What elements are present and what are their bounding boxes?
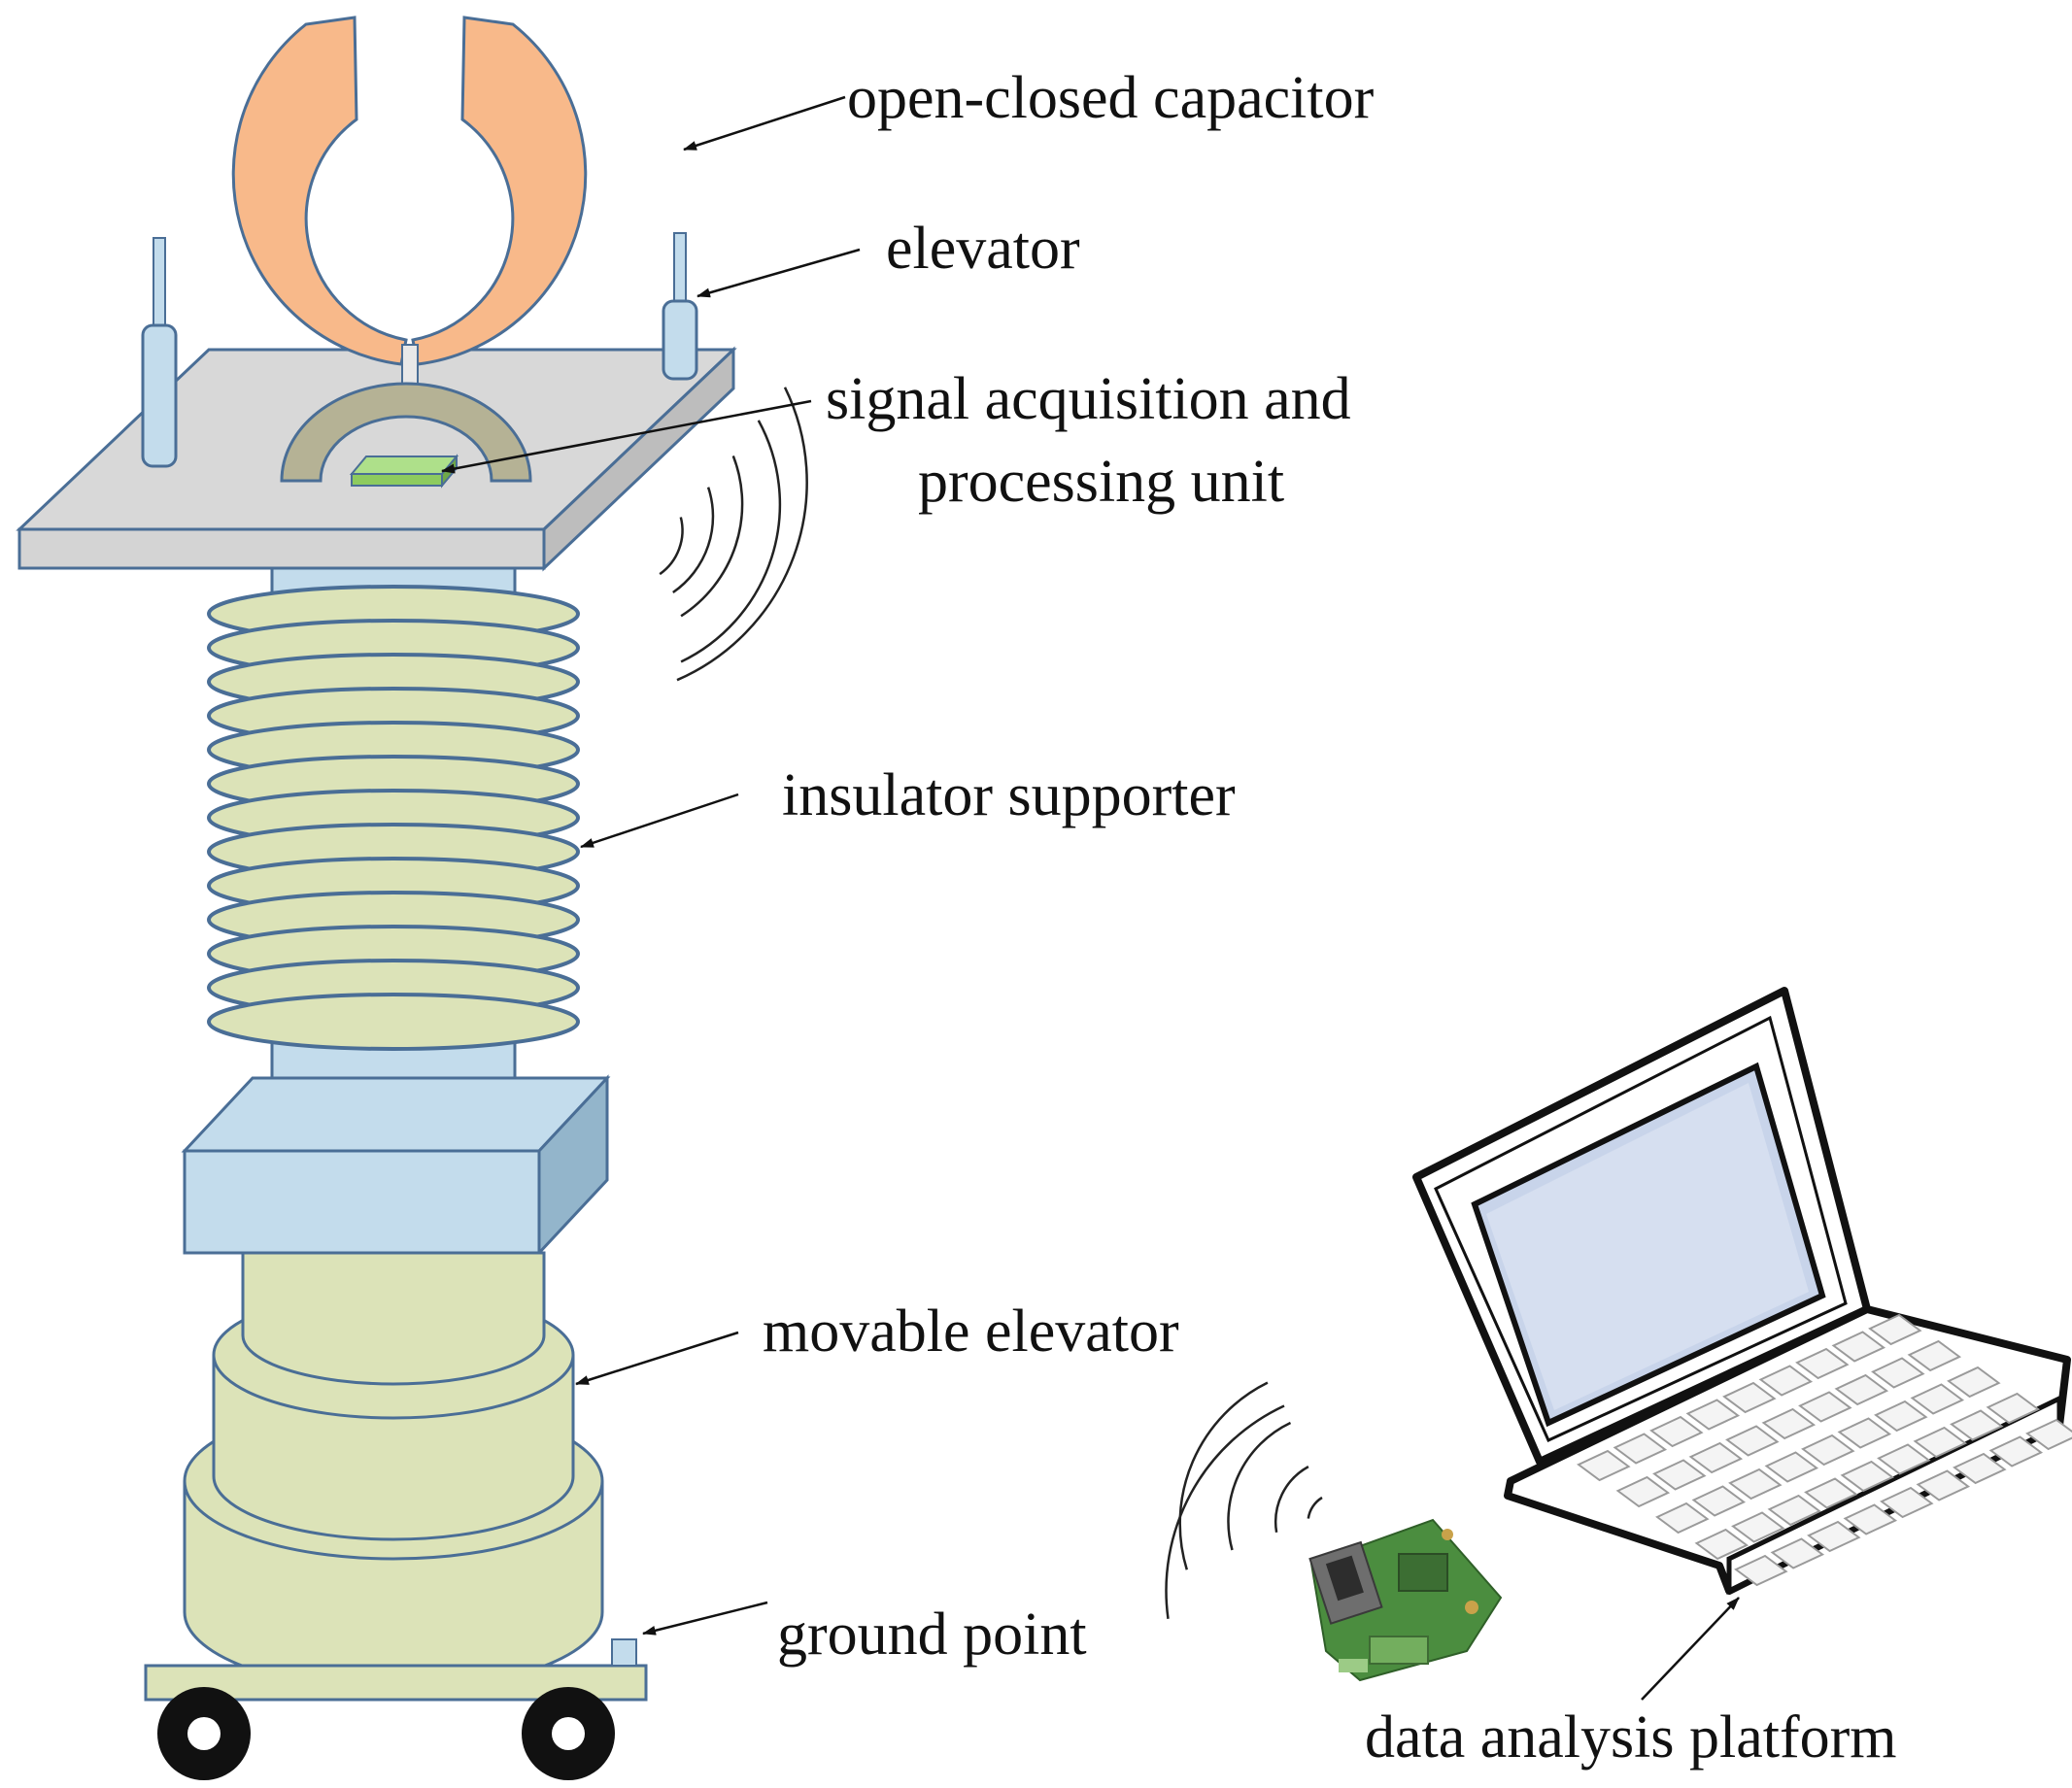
elevator-rod-right [662, 232, 698, 381]
keyboard-key [1649, 1415, 1704, 1448]
keyboard-key [1986, 1392, 2041, 1425]
keyboard-key [1725, 1425, 1780, 1457]
keyboard-key [1804, 1477, 1858, 1509]
keyboard-key [1988, 1435, 2044, 1468]
keyboard-key [1837, 1417, 1892, 1449]
open-closed-capacitor [231, 16, 588, 385]
keyboard-key [1770, 1537, 1825, 1569]
label-open-closed-capacitor: open-closed capacitor [847, 65, 1375, 131]
keyboard-key [1798, 1391, 1852, 1423]
wireless-waves-bottom [1165, 1381, 1323, 1619]
keyboard-key [1831, 1331, 1886, 1363]
label-data-analysis-platform: data analysis platform [1365, 1704, 1897, 1771]
signal-acquisition-unit [280, 382, 532, 489]
cart [144, 1638, 648, 1780]
wireless-waves-top [659, 387, 808, 682]
movable-elevator [183, 1251, 604, 1692]
keyboard-key [1694, 1528, 1749, 1561]
wheel-right [522, 1687, 615, 1780]
keyboard-key [1807, 1520, 1861, 1553]
laptop-keyboard [1577, 1313, 2072, 1587]
insulator-supporter [207, 552, 580, 1177]
keyboard-key [1728, 1468, 1783, 1501]
laptop-icon [1412, 987, 2072, 1596]
keyboard-key [1843, 1503, 1898, 1535]
keyboard-key [1871, 1357, 1925, 1389]
keyboard-key [1577, 1449, 1631, 1482]
keyboard-key [1734, 1554, 1788, 1587]
callout-arrows [441, 95, 1740, 1701]
label-signal-unit-line2: processing unit [918, 449, 1285, 515]
wheel-left [157, 1687, 251, 1780]
keyboard-key [1613, 1433, 1668, 1465]
keyboard-key [1910, 1383, 1965, 1415]
elevator-rod-left [141, 237, 178, 468]
base-block [181, 1074, 611, 1257]
keyboard-key [1691, 1485, 1747, 1517]
keyboard-key [1615, 1475, 1671, 1508]
receiver-board [1308, 1518, 1503, 1682]
keyboard-key [1795, 1347, 1850, 1380]
label-insulator-supporter: insulator supporter [782, 762, 1236, 828]
keyboard-key [1868, 1313, 1922, 1346]
keyboard-key [1767, 1494, 1822, 1527]
keyboard-key [1880, 1486, 1934, 1519]
keyboard-key [1877, 1443, 1931, 1475]
keyboard-key [1947, 1366, 2001, 1399]
keyboard-key [1907, 1339, 1962, 1372]
label-signal-unit-line1: signal acquisition and [826, 366, 1351, 432]
keyboard-key [1722, 1381, 1777, 1414]
keyboard-key [1913, 1426, 1968, 1459]
keyboard-key [1953, 1452, 2007, 1485]
top-plate [16, 346, 737, 572]
keyboard-key [1950, 1409, 2004, 1441]
keyboard-key [1761, 1407, 1817, 1440]
keyboard-key [1874, 1400, 1928, 1433]
keyboard-key [1655, 1501, 1710, 1535]
keyboard-key [1834, 1373, 1889, 1406]
keyboard-key [1652, 1459, 1707, 1491]
keyboard-key [1688, 1441, 1744, 1474]
keyboard-key [1764, 1451, 1819, 1483]
keyboard-key [1840, 1460, 1895, 1493]
keyboard-key [1685, 1399, 1741, 1431]
keyboard-key [1758, 1365, 1814, 1397]
label-movable-elevator: movable elevator [763, 1299, 1179, 1365]
insulator-disc [207, 993, 580, 1051]
label-elevator: elevator [886, 216, 1080, 282]
keyboard-key [2025, 1418, 2072, 1451]
keyboard-key [1801, 1434, 1855, 1467]
keyboard-key [1916, 1469, 1971, 1501]
label-ground-point: ground point [777, 1602, 1087, 1668]
keyboard-key [1731, 1511, 1785, 1543]
